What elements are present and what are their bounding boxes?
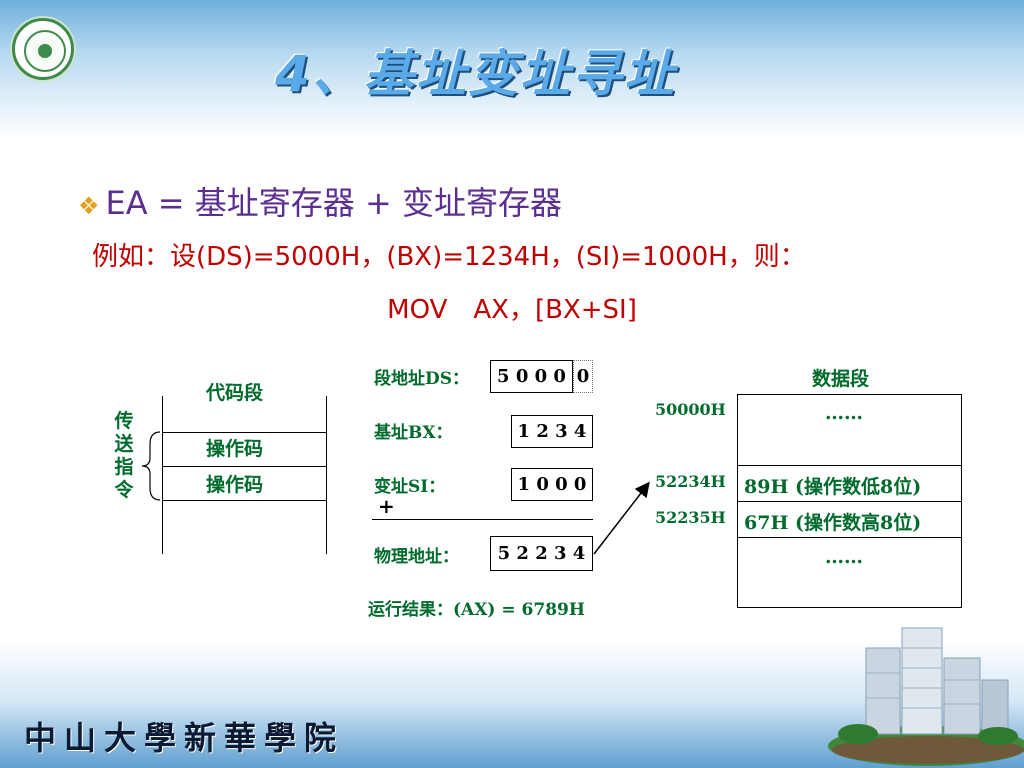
bullet-diamond-icon: ❖: [78, 192, 100, 220]
code-divider-3: [162, 500, 327, 501]
brace-icon: [141, 431, 161, 501]
address-52235h: 52235H: [655, 508, 726, 527]
opcode-cell-1: 操作码: [206, 438, 264, 460]
formula-text: EA = 基址寄存器 + 变址寄存器: [105, 184, 562, 222]
cell-high-byte: 67H (操作数高8位): [744, 512, 922, 534]
data-divider-3: [737, 537, 962, 538]
code-segment-title: 代码段: [206, 382, 264, 404]
school-logo: [12, 18, 74, 80]
cell-low-byte: 89H (操作数低8位): [744, 476, 922, 498]
code-divider-2: [162, 466, 327, 467]
slide-title: 4、基址变址寻址: [275, 45, 676, 103]
instruction-line: MOV AX，[BX+SI]: [387, 295, 637, 325]
plus-sign: +: [378, 494, 395, 518]
example-line: 例如：设(DS)=5000H，(BX)=1234H，(SI)=1000H，则：: [92, 242, 806, 272]
data-divider-2: [737, 501, 962, 502]
transfer-instruction-label: 传 送 指 令: [114, 410, 134, 501]
logo-emblem-icon: [24, 30, 66, 72]
si-value-box: 1 0 0 0: [511, 468, 593, 501]
data-divider-1: [737, 465, 962, 466]
code-segment-right-border: [326, 396, 327, 554]
ds-value-box: 5 0 0 0: [490, 360, 573, 393]
campus-building-illustration: [828, 627, 1024, 766]
physical-address-box: 5 2 2 3 4: [490, 536, 593, 571]
sum-line: [372, 519, 593, 520]
formula-line: ❖EA = 基址寄存器 + 变址寄存器: [78, 178, 562, 224]
ellipsis-bottom: ……: [825, 546, 863, 568]
code-segment-left-border: [162, 396, 163, 554]
ellipsis-top: ……: [825, 402, 863, 424]
result-line: 运行结果：(AX) = 6789H: [368, 600, 585, 620]
opcode-cell-2: 操作码: [206, 474, 264, 496]
pointer-arrow-icon: [593, 481, 650, 555]
code-divider-1: [162, 432, 327, 433]
ds-label: 段地址DS：: [374, 369, 470, 389]
bx-value-box: 1 2 3 4: [511, 415, 593, 448]
data-segment-title: 数据段: [812, 368, 870, 390]
ds-shift-box: 0: [573, 360, 593, 393]
bx-label: 基址BX：: [374, 423, 453, 443]
address-52234h: 52234H: [655, 472, 726, 491]
school-name: 中山大學新華學院: [24, 719, 345, 757]
si-label: 变址SI：: [374, 477, 446, 497]
physical-address-label: 物理地址：: [374, 547, 459, 567]
address-50000h: 50000H: [655, 400, 726, 419]
